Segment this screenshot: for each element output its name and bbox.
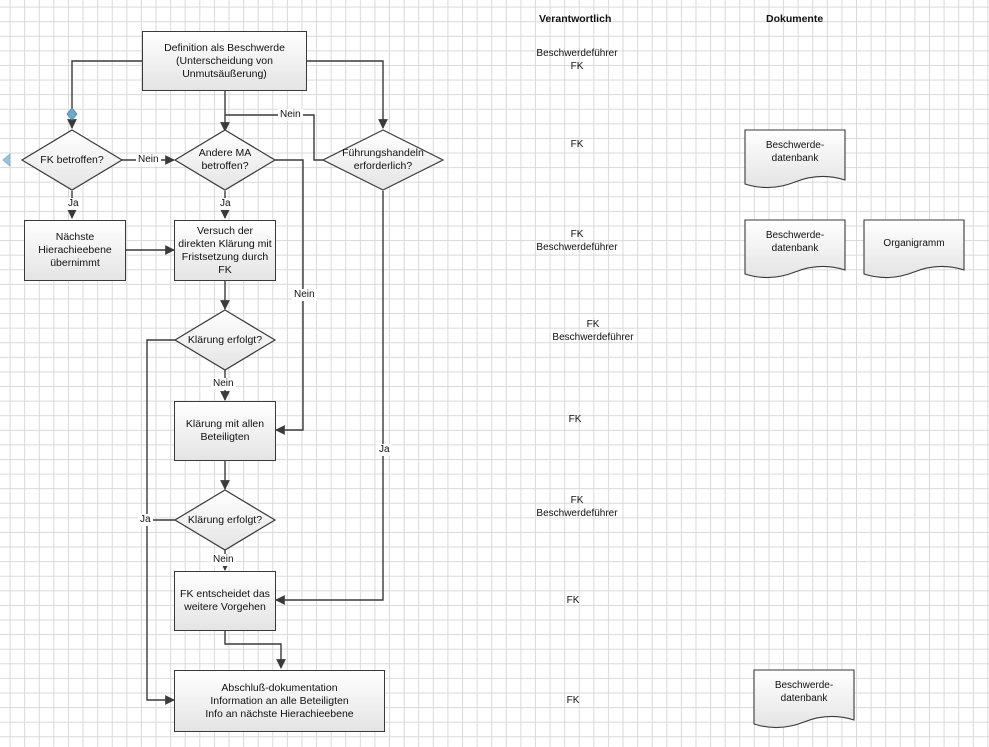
- edge-label-ja-fk: Ja: [66, 198, 81, 210]
- diamond-fuehrungshandeln: [321, 129, 445, 191]
- responsible-1: Beschwerdeführer FK: [536, 48, 618, 72]
- process-naechste-ebene[interactable]: Nächste Hierachieebene übernimmt: [24, 220, 126, 281]
- process-definition[interactable]: Definition als Beschwerde (Unterscheidun…: [142, 31, 307, 91]
- process-fk-entscheidet[interactable]: FK entscheidet das weitere Vorgehen: [174, 571, 276, 631]
- edge-def-fk: [67, 60, 142, 129]
- document-label-3[interactable]: Organigramm: [883, 238, 945, 249]
- edge-label-ja-fuehrung: Ja: [377, 444, 392, 456]
- document-shape-3: [863, 219, 965, 279]
- decision-andere-ma-label[interactable]: Andere MA betroffen?: [198, 147, 252, 172]
- document-shape-4: [753, 669, 855, 729]
- decision-klaerung-2-label[interactable]: Klärung erfolgt?: [187, 513, 263, 526]
- diamond-andere-ma: [173, 129, 277, 191]
- edge-fuehrung-ja: [275, 191, 384, 605]
- decision-klaerung-1-label[interactable]: Klärung erfolgt?: [187, 333, 263, 346]
- edge-entscheidet-abschluss: [224, 631, 286, 669]
- document-label-2[interactable]: Beschwerde- datenbank: [765, 230, 825, 254]
- process-klaerung-alle[interactable]: Klärung mit allen Beteiligten: [174, 401, 276, 461]
- edge-label-ja-k: Ja: [138, 514, 153, 526]
- edge-fuehrung-nein: [225, 114, 323, 161]
- diamond-fk-betroffen: [20, 129, 124, 191]
- document-shape-2: [744, 219, 846, 279]
- diamond-klaerung-1: [173, 309, 277, 371]
- document-shape-1: [744, 129, 846, 189]
- decision-fk-betroffen-label[interactable]: FK betroffen?: [40, 153, 104, 166]
- process-versuch[interactable]: Versuch der direkten Klärung mit Fristse…: [174, 220, 276, 281]
- edge-label-ja-andere: Ja: [218, 198, 233, 210]
- responsible-8: FK: [566, 695, 580, 706]
- document-label-4[interactable]: Beschwerde- datenbank: [774, 680, 834, 704]
- responsible-4: FK Beschwerdeführer: [552, 319, 634, 343]
- document-label-1[interactable]: Beschwerde- datenbank: [765, 140, 825, 164]
- responsible-3: FK Beschwerdeführer: [536, 229, 618, 253]
- edge-def-fuehrung: [307, 60, 388, 129]
- header-responsible: Verantwortlich: [539, 13, 612, 25]
- edge-label-nein-k2: Nein: [211, 554, 236, 566]
- edge-label-nein-fk: Nein: [136, 154, 161, 166]
- process-abschluss[interactable]: Abschluß-dokumentation Information an al…: [174, 670, 385, 732]
- selection-handle-icon: [66, 107, 78, 121]
- responsible-5: FK: [568, 414, 582, 425]
- responsible-7: FK: [566, 595, 580, 606]
- diamond-klaerung-2: [173, 489, 277, 551]
- left-handle-icon: [2, 153, 11, 167]
- edge-label-nein-k1: Nein: [211, 378, 236, 390]
- responsible-2: FK: [570, 139, 584, 150]
- decision-fuehrungshandeln-label[interactable]: Führungshandeln erforderlich?: [342, 147, 424, 172]
- responsible-6: FK Beschwerdeführer: [536, 495, 618, 519]
- edge-label-nein-andere: Nein: [292, 289, 317, 301]
- header-documents: Dokumente: [766, 13, 824, 25]
- edge-label-nein-top: Nein: [278, 109, 303, 121]
